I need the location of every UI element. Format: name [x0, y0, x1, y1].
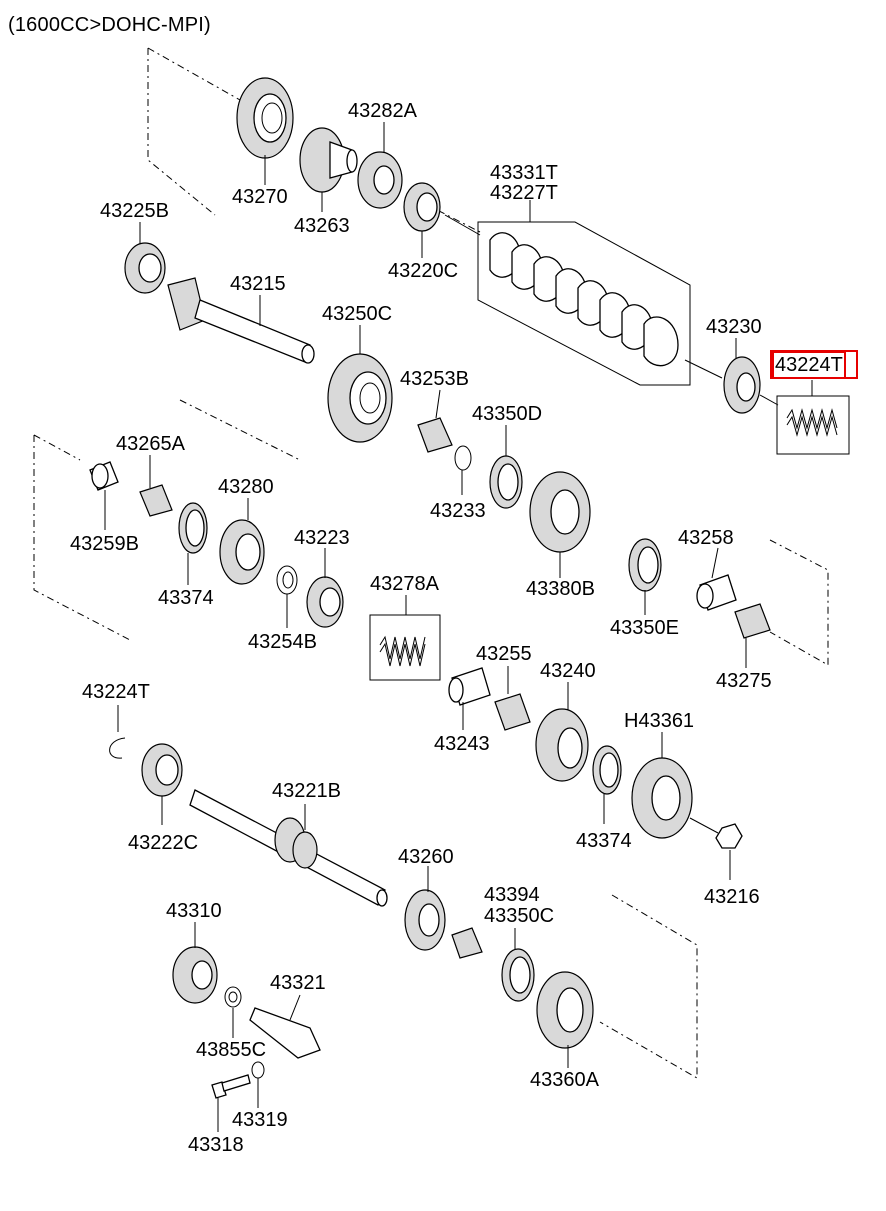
synchro-ring-43350D[interactable]: [489, 425, 523, 509]
synchro-ring-43350C[interactable]: [501, 928, 535, 1002]
part-label-43243[interactable]: 43243: [434, 733, 490, 755]
part-label-43258[interactable]: 43258: [678, 527, 734, 549]
collar-43258[interactable]: [696, 547, 737, 611]
part-label-43321[interactable]: 43321: [270, 972, 326, 994]
part-label-43227T[interactable]: 43227T: [490, 182, 558, 204]
ring-43233[interactable]: [454, 445, 472, 495]
part-label-43224T-highlighted[interactable]: 43224T: [772, 351, 846, 379]
gear-43263[interactable]: [299, 127, 358, 212]
part-label-43254B[interactable]: 43254B: [248, 631, 317, 653]
shaft-43215[interactable]: [167, 277, 315, 364]
part-label-43374-left[interactable]: 43374: [158, 587, 214, 609]
part-label-43380B[interactable]: 43380B: [526, 578, 595, 600]
part-label-43215[interactable]: 43215: [230, 273, 286, 295]
needle-bearing-43394[interactable]: [451, 927, 483, 959]
washer-43254B[interactable]: [276, 565, 298, 628]
part-label-43318[interactable]: 43318: [188, 1134, 244, 1156]
part-label-43394[interactable]: 43394: [484, 884, 540, 906]
part-label-43225B[interactable]: 43225B: [100, 200, 169, 222]
part-label-43221B[interactable]: 43221B: [272, 780, 341, 802]
spring-43278A-box: [369, 595, 441, 681]
part-label-43260[interactable]: 43260: [398, 846, 454, 868]
part-label-43270[interactable]: 43270: [232, 186, 288, 208]
part-label-43350D[interactable]: 43350D: [472, 403, 543, 425]
part-label-43265A[interactable]: 43265A: [116, 433, 185, 455]
gear-43230[interactable]: [684, 338, 779, 414]
bearing-43222C[interactable]: [141, 743, 183, 825]
gear-43240[interactable]: [535, 682, 589, 782]
gear-43250C[interactable]: [327, 325, 393, 443]
engine-spec-header: (1600CC>DOHC-MPI): [8, 14, 211, 36]
dashed-guide-lines: [33, 47, 829, 1079]
bearing-43225B[interactable]: [124, 222, 166, 294]
collar-43243[interactable]: [448, 667, 491, 730]
circlip-43224T[interactable]: [109, 705, 126, 759]
part-label-43233[interactable]: 43233: [430, 500, 486, 522]
part-label-43222C[interactable]: 43222C: [128, 832, 199, 854]
shaft-43321[interactable]: [249, 994, 321, 1059]
bearing-43223[interactable]: [306, 548, 344, 628]
part-label-43280[interactable]: 43280: [218, 476, 274, 498]
sleeve-H43361[interactable]: [631, 732, 693, 839]
part-label-43216[interactable]: 43216: [704, 886, 760, 908]
part-label-43278A[interactable]: 43278A: [370, 573, 439, 595]
part-label-43240[interactable]: 43240: [540, 660, 596, 682]
part-label-43360A[interactable]: 43360A: [530, 1069, 599, 1091]
synchro-ring-43350E[interactable]: [628, 538, 662, 615]
part-label-43319[interactable]: 43319: [232, 1109, 288, 1131]
synchro-ring-43374[interactable]: [178, 502, 208, 585]
bolt-43318[interactable]: [211, 1074, 251, 1132]
gear-43270[interactable]: [236, 77, 294, 185]
part-label-43350E[interactable]: 43350E: [610, 617, 679, 639]
bearing-43220C[interactable]: [403, 182, 481, 258]
part-label-43250C[interactable]: 43250C: [322, 303, 393, 325]
part-label-H43361[interactable]: H43361: [624, 710, 695, 732]
part-label-43255[interactable]: 43255: [476, 643, 532, 665]
nut-43216[interactable]: [689, 817, 743, 880]
needle-bearing-43253B[interactable]: [417, 389, 453, 453]
part-label-43259B[interactable]: 43259B: [70, 533, 139, 555]
part-label-43275[interactable]: 43275: [716, 670, 772, 692]
spring-set-43331T[interactable]: [489, 232, 679, 367]
part-label-43263[interactable]: 43263: [294, 215, 350, 237]
part-label-43350C[interactable]: 43350C: [484, 905, 555, 927]
part-label-43855C[interactable]: 43855C: [196, 1039, 267, 1061]
part-label-43224T[interactable]: 43224T: [82, 681, 150, 703]
sleeve-43360A[interactable]: [536, 971, 594, 1068]
part-label-43282A[interactable]: 43282A: [348, 100, 417, 122]
part-label-43253B[interactable]: 43253B: [400, 368, 469, 390]
part-label-43310[interactable]: 43310: [166, 900, 222, 922]
needle-bearing-43255[interactable]: [494, 666, 531, 731]
collar-43259B[interactable]: [89, 461, 119, 530]
gear-43260[interactable]: [404, 866, 446, 951]
part-label-43220C[interactable]: 43220C: [388, 260, 459, 282]
part-label-43374-right[interactable]: 43374: [576, 830, 632, 852]
part-label-43223[interactable]: 43223: [294, 527, 350, 549]
gear-43282A[interactable]: [357, 122, 403, 209]
synchro-ring-43374-b[interactable]: [592, 745, 622, 824]
part-label-43230[interactable]: 43230: [706, 316, 762, 338]
gear-43280[interactable]: [219, 498, 265, 585]
spring-43224T[interactable]: [786, 408, 838, 437]
part-label-43331T[interactable]: 43331T: [490, 162, 558, 184]
needle-bearing-43265A[interactable]: [139, 455, 173, 517]
sleeve-43380B[interactable]: [529, 471, 591, 578]
shaft-43221B[interactable]: [189, 789, 388, 907]
needle-bearing-43275[interactable]: [734, 603, 771, 668]
gear-43310[interactable]: [172, 922, 218, 1004]
spring-set-box: [477, 200, 691, 386]
washer-43855C[interactable]: [224, 986, 242, 1038]
highlight-box-43224T: [770, 350, 858, 455]
washer-43319[interactable]: [251, 1061, 265, 1108]
